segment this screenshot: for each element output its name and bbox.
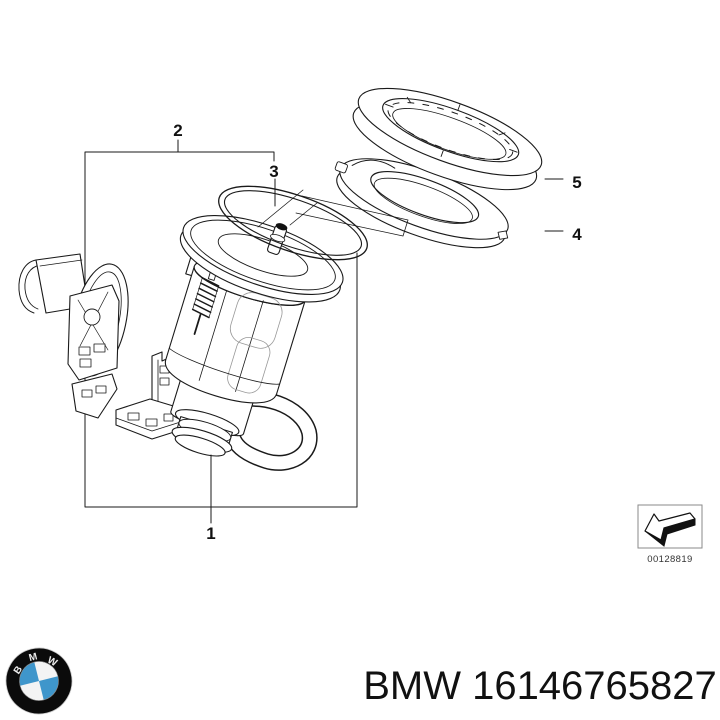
callout-4-label: 4 — [572, 225, 582, 244]
connector-unit — [18, 253, 129, 419]
stamp-box: 00128819 — [637, 504, 703, 565]
roundel-quadrant-blue-tl — [19, 662, 39, 686]
exploded-parts-diagram: 2 3 1 5 4 00128819 — [18, 87, 703, 565]
callout-2-label: 2 — [173, 121, 182, 140]
roundel-quadrant-blue-br — [39, 676, 59, 700]
bmw-roundel: B M W — [5, 647, 73, 715]
fuel-fitting-stub — [267, 223, 288, 255]
support-ring — [334, 158, 509, 249]
alignment-lines — [257, 189, 409, 237]
callout-3-label: 3 — [269, 162, 278, 181]
logo-letter-m: M — [28, 651, 39, 664]
bmw-logo: B M W — [4, 646, 74, 716]
callout-5-label: 5 — [572, 173, 581, 192]
locking-ring — [352, 87, 543, 191]
pump-flange — [179, 215, 344, 303]
stamp-number: 00128819 — [647, 554, 692, 565]
arrow-3d-icon — [644, 512, 696, 547]
part-number-text: BMW 16146765827 — [363, 664, 717, 708]
callout-1-label: 1 — [206, 524, 215, 543]
seal-o-ring — [218, 185, 368, 261]
callout-leaders — [210, 178, 564, 524]
